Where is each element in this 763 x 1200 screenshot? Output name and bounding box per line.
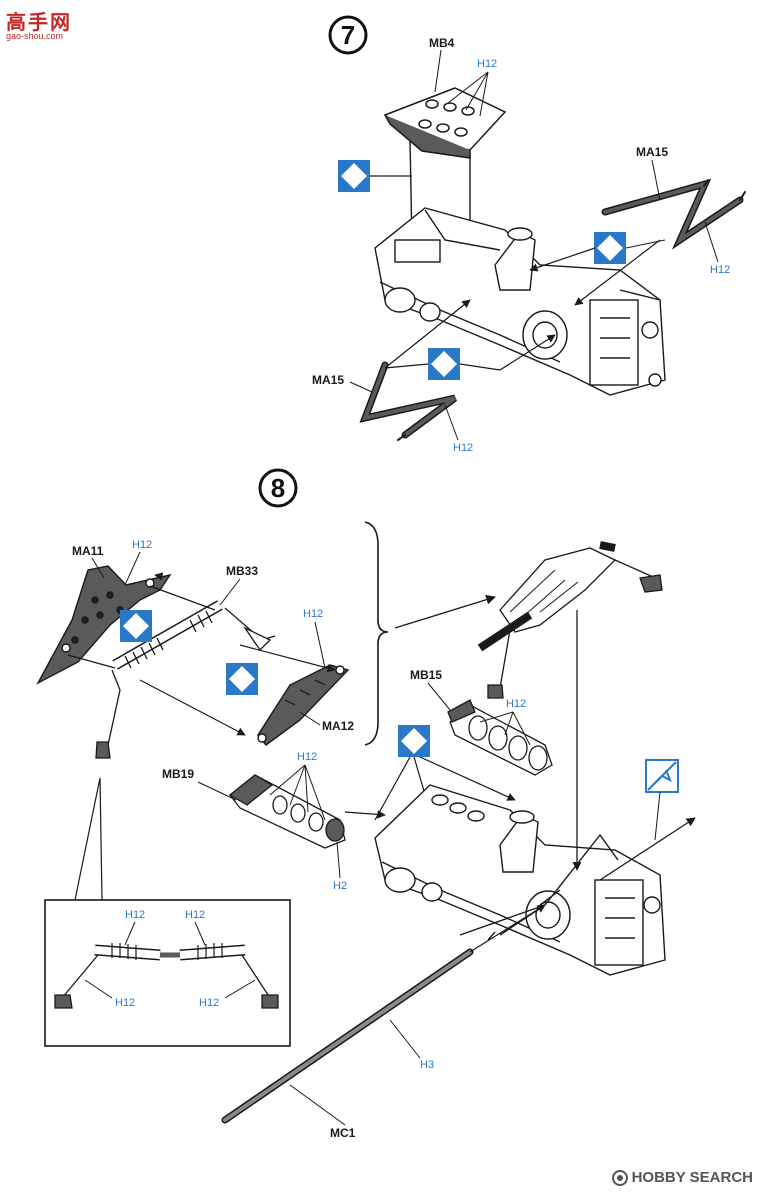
glue-icon-step8-ma11	[120, 610, 152, 642]
part-mc1-drawing	[221, 948, 474, 1124]
watermark-brand-text: HOBBY SEARCH	[631, 1169, 753, 1186]
paint-label-h12-ma12: H12	[303, 608, 323, 620]
glue-icon-step7-top	[338, 160, 370, 192]
paint-label-h3-mc1: H3	[420, 1059, 434, 1071]
inset-paint-label-top-left: H12	[125, 909, 145, 921]
part-label-mb33: MB33	[226, 564, 258, 578]
part-ma11-drawing	[36, 565, 172, 685]
part-mb15-drawing	[447, 699, 553, 776]
part-label-ma12: MA12	[322, 719, 354, 733]
part-ma15-left-drawing	[359, 361, 458, 441]
watermark-site-url: gao-shou.com	[6, 31, 64, 41]
watermark-site-name: 高手网	[6, 10, 72, 34]
inset-paint-label-bottom-right: H12	[199, 997, 219, 1009]
glue-icon-step8-ma12	[226, 663, 258, 695]
inset-paint-label-top-right: H12	[185, 909, 205, 921]
part-label-ma15-right: MA15	[636, 145, 668, 159]
paint-label-h12-ma15-left: H12	[453, 442, 473, 454]
part-ma12-drawing	[257, 664, 350, 746]
part-mb33-drawing	[95, 600, 276, 759]
paint-label-h12-ma11: H12	[132, 539, 152, 551]
paint-label-h12-ma15-right: H12	[710, 264, 730, 276]
glue-icon-step7-right	[594, 232, 626, 264]
inset-paint-label-bottom-left: H12	[115, 997, 135, 1009]
step-7-number: 7	[341, 20, 355, 50]
step-7: 7 MB4 H12	[312, 15, 746, 454]
step-8: 8 MA11 H12	[36, 468, 696, 1140]
part-label-mb15: MB15	[410, 668, 442, 682]
engine-assembly-step8	[374, 784, 666, 976]
hobby-search-logo-icon	[611, 1169, 628, 1186]
watermark-brand: HOBBY SEARCH	[611, 1169, 753, 1186]
part-label-mb19: MB19	[162, 767, 194, 781]
part-mb19-drawing	[228, 774, 346, 849]
no-glue-icon	[645, 759, 679, 793]
paint-label-h2-mb19: H2	[333, 880, 347, 892]
part-label-ma11: MA11	[72, 544, 104, 558]
part-mb4-drawing	[383, 87, 507, 159]
paint-label-h12-mb4: H12	[477, 58, 497, 70]
grouping-bracket	[364, 521, 389, 746]
assembled-suspension-right	[477, 541, 663, 699]
part-label-ma15-left: MA15	[312, 373, 344, 387]
step-8-number: 8	[271, 473, 285, 503]
step-8-number-badge: 8	[258, 468, 298, 508]
paint-label-h12-mb15: H12	[506, 698, 526, 710]
part-ma15-right-drawing	[601, 178, 746, 250]
part-label-mc1: MC1	[330, 1126, 356, 1140]
part-label-mb4: MB4	[429, 36, 455, 50]
step-7-number-badge: 7	[328, 15, 368, 55]
glue-icon-step8-center	[398, 725, 430, 757]
glue-icon-step7-left	[428, 348, 460, 380]
detail-inset: H12 H12 H12 H12	[44, 899, 291, 1047]
paint-label-h12-mb19: H12	[297, 751, 317, 763]
engine-assembly-step7	[374, 207, 666, 396]
